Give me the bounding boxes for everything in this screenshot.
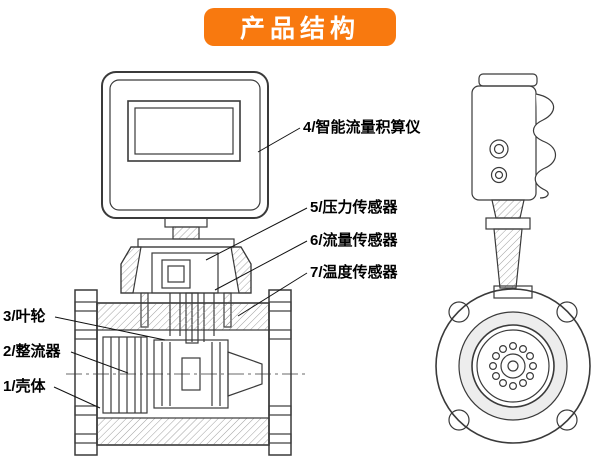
front-view-drawing [66, 71, 308, 456]
label-pressure-sensor: 5/压力传感器 [310, 199, 398, 216]
side-view-drawing [435, 73, 591, 444]
label-impeller: 3/叶轮 [3, 308, 46, 325]
label-shell: 1/壳体 [3, 378, 46, 395]
label-flow-sensor: 6/流量传感器 [310, 232, 398, 249]
leader-lines [53, 127, 308, 409]
label-temperature-sensor: 7/温度传感器 [310, 264, 398, 281]
page-title: 产品结构 [204, 8, 396, 46]
label-totalizer: 4/智能流量积算仪 [303, 119, 421, 136]
label-rectifier: 2/整流器 [3, 343, 61, 360]
